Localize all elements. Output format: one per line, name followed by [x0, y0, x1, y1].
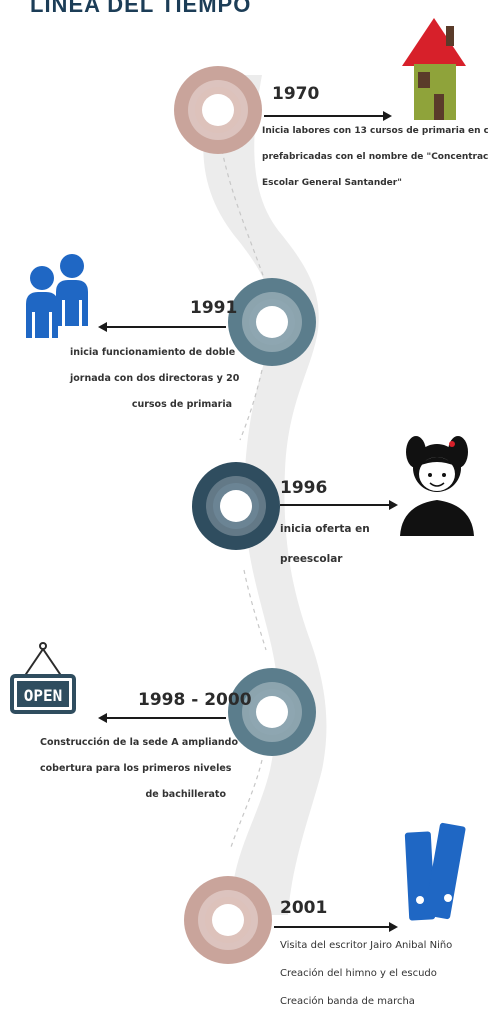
binders-icon: [404, 822, 466, 921]
event-description: inicia oferta en preescolar: [280, 514, 400, 574]
description-line: prefabricadas con el nombre de "Concentr…: [262, 152, 488, 162]
description-line: Construcción de la sede A ampliando: [40, 737, 238, 748]
arrow-left-1998-2000: [98, 713, 226, 723]
open-sign-icon: OPEN: [10, 642, 76, 714]
description-line: preescolar: [280, 553, 343, 565]
milestone-circle-2001: [184, 876, 272, 964]
description-line: jornada con dos directoras y 20: [70, 373, 240, 384]
description-line: cursos de primaria: [131, 399, 232, 410]
description-line: Visita del escritor Jairo Anibal Niño: [280, 940, 453, 951]
event-description: Inicia labores con 13 cursos de primaria…: [262, 118, 488, 196]
year-label: 2001: [280, 898, 328, 918]
event-description: Visita del escritor Jairo Anibal Niño Cr…: [280, 932, 486, 1016]
description-line: Creación del himno y el escudo: [280, 968, 437, 979]
year-label: 1991: [190, 298, 238, 318]
arrow-right-2001: [274, 922, 398, 932]
milestone-circle-1970: [174, 66, 262, 154]
arrow-right-1996: [280, 500, 398, 510]
open-sign-text: OPEN: [24, 686, 63, 705]
milestone-circle-1991: [228, 278, 316, 366]
year-label: 1996: [280, 478, 328, 498]
page-title: LÍNEA DEL TIEMPO: [30, 0, 252, 17]
girl-icon: [400, 436, 474, 536]
milestone-circle-1996: [192, 462, 280, 550]
house-icon: [402, 18, 466, 120]
year-label: 1970: [272, 84, 320, 104]
description-line: Escolar General Santander": [262, 178, 402, 188]
arrow-right-1970: [264, 111, 392, 121]
description-line: Creación banda de marcha: [280, 996, 415, 1007]
description-line: inicia funcionamiento de doble: [70, 347, 236, 358]
milestone-circle-1998-2000: [228, 668, 316, 756]
event-description: Construcción de la sede A ampliando cobe…: [40, 730, 238, 808]
description-line: cobertura para los primeros niveles: [40, 763, 232, 774]
description-line: inicia oferta en: [280, 523, 370, 535]
description-line: de bachillerato: [145, 789, 226, 800]
people-icon: [26, 254, 88, 338]
description-line: Inicia labores con 13 cursos de primaria…: [262, 126, 488, 136]
timeline-dashed-guide: [221, 149, 269, 851]
year-label: 1998 - 2000: [138, 690, 252, 710]
event-description: inicia funcionamiento de doble jornada c…: [70, 340, 240, 418]
arrow-left-1991: [98, 322, 226, 332]
